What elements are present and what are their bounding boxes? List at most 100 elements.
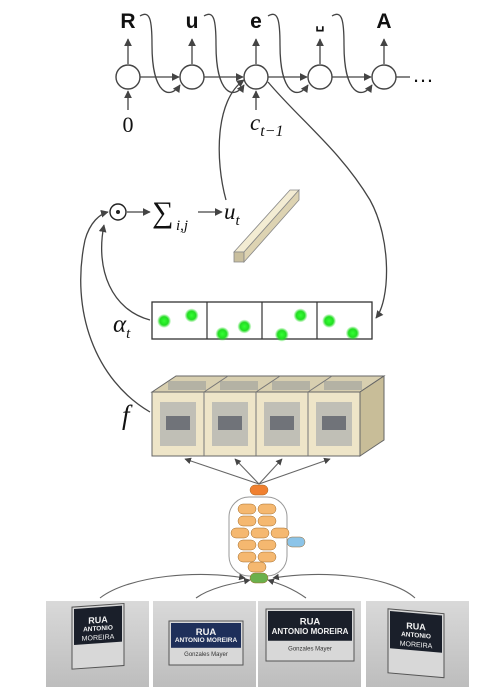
alpha-to-odot-arrow	[98, 224, 151, 321]
context-label-sub: t−1	[260, 123, 283, 140]
input-arrow	[99, 573, 246, 599]
input-arrow	[195, 577, 251, 599]
cnn-node	[257, 539, 277, 551]
sign-line: ANTONIO MOREIRA	[175, 637, 238, 644]
feature-patch-dark	[270, 416, 294, 430]
sign-line: RUA	[406, 621, 426, 633]
feature-patch-top	[324, 381, 362, 390]
features-label: f	[122, 400, 133, 430]
cnn-node	[230, 527, 250, 539]
cnn-node	[250, 527, 270, 539]
initial-input-label: 0	[123, 112, 134, 137]
feature-patch-dark	[166, 416, 190, 430]
sign-plate	[74, 605, 122, 645]
feature-divider-top	[255, 375, 281, 393]
cnn-side-node	[286, 536, 306, 548]
ellipsis: …	[412, 62, 434, 87]
alpha-label: αt	[113, 311, 131, 342]
input-arrow	[267, 578, 307, 599]
output-char: ␣	[316, 15, 325, 32]
cnn-to-features-arrows	[184, 457, 331, 485]
sign-line: RUA	[196, 627, 217, 638]
context-vector-rod	[233, 188, 300, 264]
cnn-top-node	[249, 484, 269, 496]
alpha-label-base: α	[113, 311, 127, 338]
sign-line: Gonzales Mayer	[288, 646, 332, 652]
attention-dot	[293, 308, 308, 323]
sign-line: MOREIRA	[400, 640, 433, 650]
feature-patch-top	[220, 381, 258, 390]
feature-map: f	[122, 375, 386, 457]
cnn-output-arrow	[234, 458, 260, 485]
cnn-node	[237, 515, 257, 527]
feature-divider-top	[203, 375, 229, 393]
cnn-bottom-node	[249, 572, 269, 584]
feature-cells	[160, 375, 362, 456]
u-label: ut	[224, 199, 241, 229]
sign-line: MOREIRA	[82, 634, 115, 643]
sign-plate	[390, 610, 442, 653]
output-char: u	[186, 10, 199, 33]
feature-divider-top	[307, 375, 333, 393]
u-label-base: u	[224, 199, 236, 224]
attention-dot	[345, 326, 360, 341]
attention-dot	[274, 327, 289, 342]
cnn-node	[257, 515, 277, 527]
cnn-output-arrow	[184, 457, 260, 485]
cnn-output-arrow	[258, 458, 283, 485]
cnn-node	[257, 503, 277, 515]
sign-line: RUA	[88, 614, 108, 625]
rnn-node	[179, 64, 205, 90]
sign-line: ANTONIO	[83, 624, 113, 633]
rnn-decoder: R u e ␣ A … 0 ct−1	[115, 10, 434, 140]
feature-patch-top	[272, 381, 310, 390]
sign-line: RUA	[300, 617, 321, 628]
rnn-node	[243, 64, 269, 90]
alpha-label-sub: t	[126, 326, 131, 342]
sum-subscript: i,j	[176, 218, 188, 234]
u-to-decoder-arrow	[218, 79, 245, 201]
feedback-arrow	[203, 13, 245, 94]
sign-line: ANTONIO MOREIRA	[272, 627, 349, 636]
feature-patch-dark	[218, 416, 242, 430]
rnn-node	[371, 64, 397, 90]
rnn-node	[307, 64, 333, 90]
cnn-node	[237, 551, 257, 563]
attention-dot	[215, 326, 230, 341]
feature-patch-top	[168, 381, 206, 390]
input-arrow	[272, 573, 416, 599]
cnn-node	[247, 561, 267, 573]
cnn-nodes	[230, 484, 306, 584]
attention-dot	[237, 319, 252, 334]
output-char: R	[120, 10, 135, 33]
rnn-node	[115, 64, 141, 90]
context-label: ct−1	[250, 110, 283, 140]
sign-plate	[268, 611, 352, 641]
context-label-base: c	[250, 110, 260, 135]
attention-dot	[184, 308, 199, 323]
features-to-odot-arrow	[80, 209, 151, 413]
feedback-arrow	[267, 13, 309, 94]
output-char: e	[250, 10, 262, 33]
cnn-node	[270, 527, 290, 539]
state-to-attention-arrow	[267, 81, 388, 319]
inputs-to-cnn-arrows	[99, 573, 416, 599]
sum-symbol: ∑	[152, 196, 173, 229]
feedback-arrow	[331, 13, 373, 94]
attention-block: ∑ i,j ut αt	[80, 79, 388, 413]
sign-plate	[171, 623, 241, 648]
odot-center	[116, 210, 120, 214]
cnn-output-arrow	[258, 457, 331, 485]
sign-line: Gonzales Mayer	[184, 652, 228, 658]
cnn-node	[237, 539, 257, 551]
attention-mask	[151, 301, 373, 342]
attention-dot	[322, 313, 337, 328]
feedback-arrow	[139, 13, 181, 94]
